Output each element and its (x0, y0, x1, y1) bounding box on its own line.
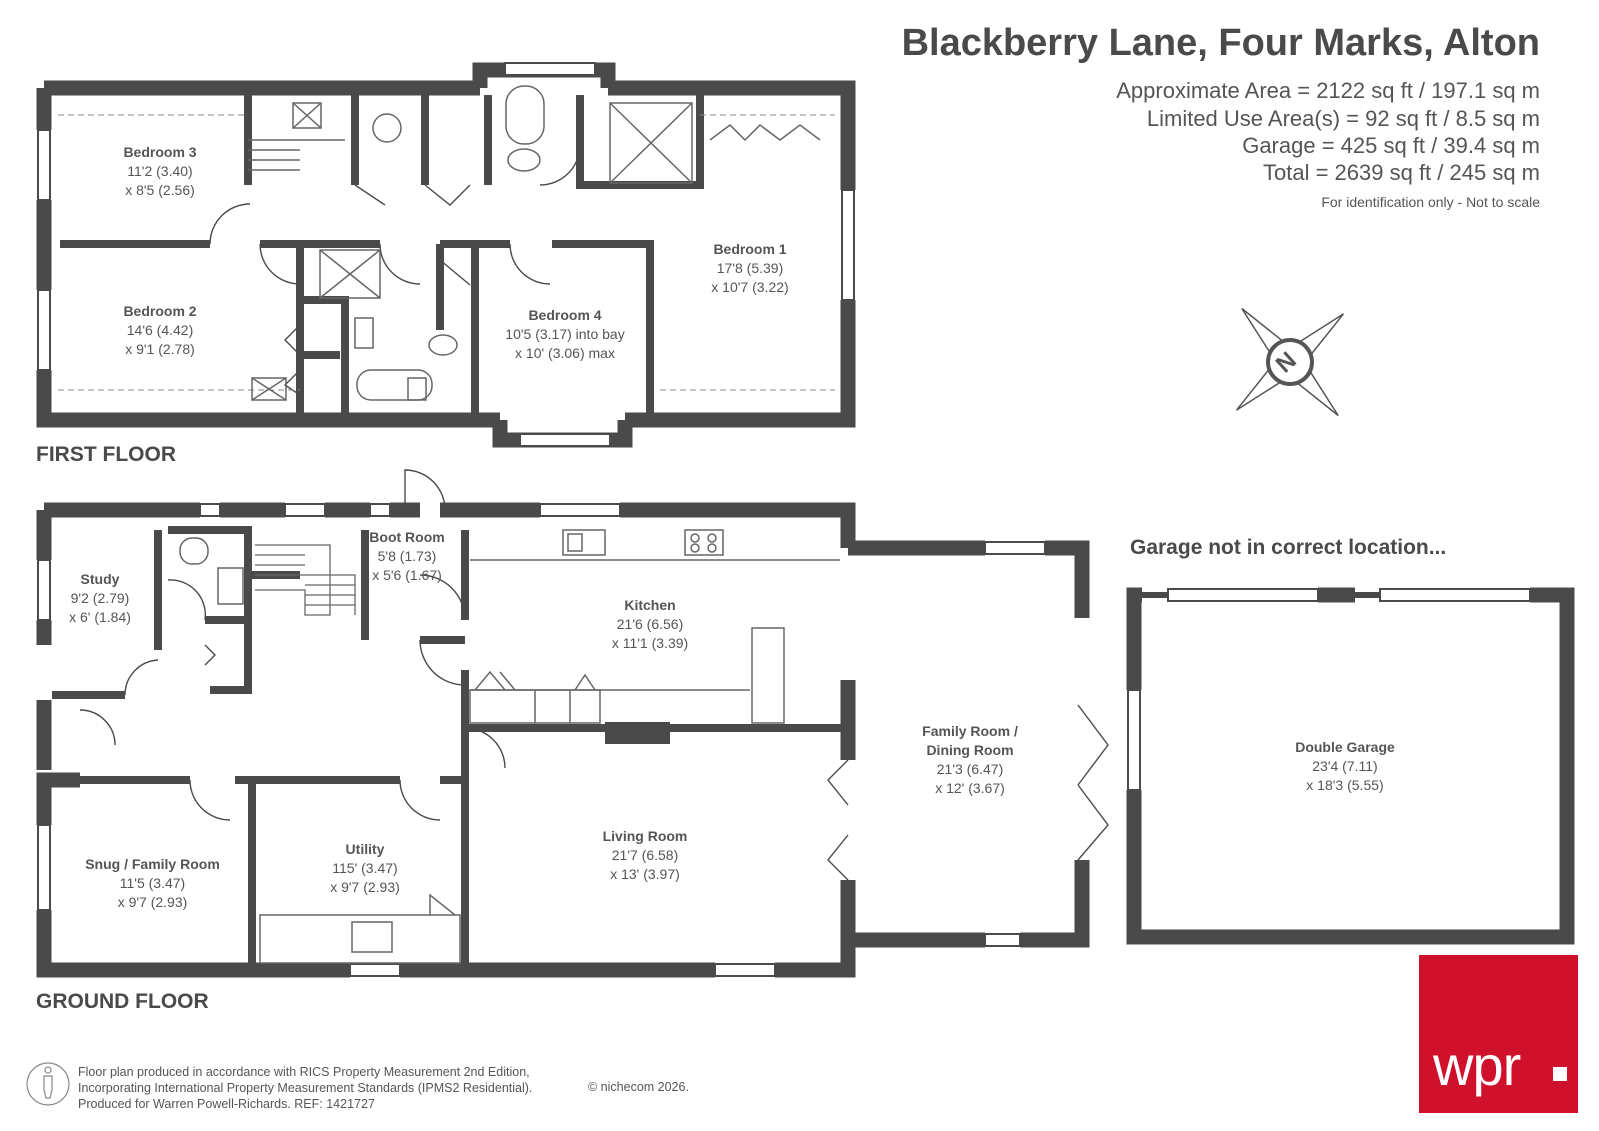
room-dimension: 10'5 (3.17) into bay (505, 326, 625, 342)
room-kitchen: Kitchen 21'6 (6.56) x 11'1 (3.39) (590, 596, 710, 653)
room-bedroom-2: Bedroom 2 14'6 (4.42) x 9'1 (2.78) (100, 302, 220, 359)
room-dimension: 9'2 (2.79) (70, 590, 130, 606)
logo-text: wpr (1433, 1034, 1521, 1097)
room-dimension: x 10'7 (3.22) (711, 279, 789, 295)
room-dimension: 14'6 (4.42) (126, 322, 194, 338)
copyright: © nichecom 2026. (588, 1080, 689, 1094)
room-family-dining: Family Room / Dining Room 21'3 (6.47) x … (905, 722, 1035, 798)
room-name: Boot Room (369, 529, 445, 545)
room-dimension: 115' (3.47) (332, 860, 398, 876)
room-dimension: 17'8 (5.39) (716, 260, 784, 276)
room-dimension: x 18'3 (5.55) (1306, 777, 1384, 793)
total-area: Total = 2639 sq ft / 245 sq m (1263, 160, 1540, 185)
first-floor-interior-walls (60, 95, 704, 413)
approximate-area: Approximate Area = 2122 sq ft / 197.1 sq… (1116, 78, 1540, 103)
room-bedroom-3: Bedroom 3 11'2 (3.40) x 8'5 (2.56) (100, 143, 220, 200)
footer-line: Produced for Warren Powell-Richards. REF… (78, 1097, 375, 1111)
room-dimension: 11'5 (3.47) (119, 875, 186, 891)
room-name: Bedroom 3 (123, 144, 197, 160)
room-dimension: x 9'7 (2.93) (117, 894, 188, 910)
garage-walls (1126, 587, 1575, 945)
room-bedroom-4: Bedroom 4 10'5 (3.17) into bay x 10' (3.… (490, 306, 640, 363)
room-study: Study 9'2 (2.79) x 6' (1.84) (60, 570, 140, 627)
room-dimension: x 11'1 (3.39) (611, 635, 689, 651)
room-bedroom-1: Bedroom 1 17'8 (5.39) x 10'7 (3.22) (690, 240, 810, 297)
room-dimension: 21'6 (6.56) (616, 616, 684, 632)
room-name: Family Room / (922, 723, 1018, 739)
property-title: Blackberry Lane, Four Marks, Alton (901, 22, 1540, 64)
room-name: Study (80, 571, 120, 587)
room-dimension: x 10' (3.06) max (515, 345, 615, 361)
garage-area: Garage = 425 sq ft / 39.4 sq m (1242, 133, 1540, 158)
room-dimension: x 13' (3.97) (610, 866, 680, 882)
room-name: Bedroom 4 (528, 307, 602, 323)
room-dimension: x 9'1 (2.78) (125, 341, 195, 357)
identification-note: For identification only - Not to scale (1321, 194, 1540, 210)
garage-location-note: Garage not in correct location... (1130, 536, 1447, 559)
room-name: Dining Room (926, 742, 1014, 758)
room-dimension: x 6' (1.84) (69, 609, 131, 625)
room-name: Bedroom 2 (123, 303, 197, 319)
room-dimension: 21'7 (6.58) (611, 847, 679, 863)
room-dimension: 23'4 (7.11) (1312, 758, 1378, 774)
room-dimension: x 9'7 (2.93) (330, 879, 400, 895)
room-name: Double Garage (1295, 739, 1395, 755)
limited-use-area: Limited Use Area(s) = 92 sq ft / 8.5 sq … (1146, 106, 1540, 131)
room-name: Living Room (602, 828, 688, 844)
room-double-garage: Double Garage 23'4 (7.11) x 18'3 (5.55) (1280, 738, 1410, 795)
footer-notes: Floor plan produced in accordance with R… (78, 1064, 532, 1112)
compass-rose (1235, 307, 1345, 417)
room-utility: Utility 115' (3.47) x 9'7 (2.93) (310, 840, 420, 897)
footer-line: Incorporating International Property Mea… (78, 1081, 533, 1095)
room-dimension: 5'8 (1.73) (377, 548, 437, 564)
room-name: Bedroom 1 (713, 241, 787, 257)
wpr-logo: wpr (1419, 955, 1578, 1113)
footer-line: Floor plan produced in accordance with R… (78, 1065, 530, 1079)
first-floor-label: FIRST FLOOR (36, 443, 176, 466)
person-icon (26, 1062, 70, 1106)
room-name: Snug / Family Room (85, 856, 220, 872)
room-dimension: x 8'5 (2.56) (125, 182, 195, 198)
room-dimension: 11'2 (3.40) (127, 163, 193, 179)
room-dimension: 21'3 (6.47) (936, 761, 1004, 777)
room-boot-room: Boot Room 5'8 (1.73) x 5'6 (1.67) (362, 528, 452, 585)
ground-floor-walls (36, 502, 1090, 978)
room-name: Kitchen (624, 597, 676, 613)
ground-floor-label: GROUND FLOOR (36, 990, 209, 1013)
room-snug-family: Snug / Family Room 11'5 (3.47) x 9'7 (2.… (70, 855, 235, 912)
room-dimension: x 5'6 (1.67) (372, 567, 442, 583)
room-name: Utility (345, 841, 385, 857)
room-dimension: x 12' (3.67) (935, 780, 1005, 796)
room-living-room: Living Room 21'7 (6.58) x 13' (3.97) (585, 827, 705, 884)
logo-dot (1553, 1067, 1567, 1081)
